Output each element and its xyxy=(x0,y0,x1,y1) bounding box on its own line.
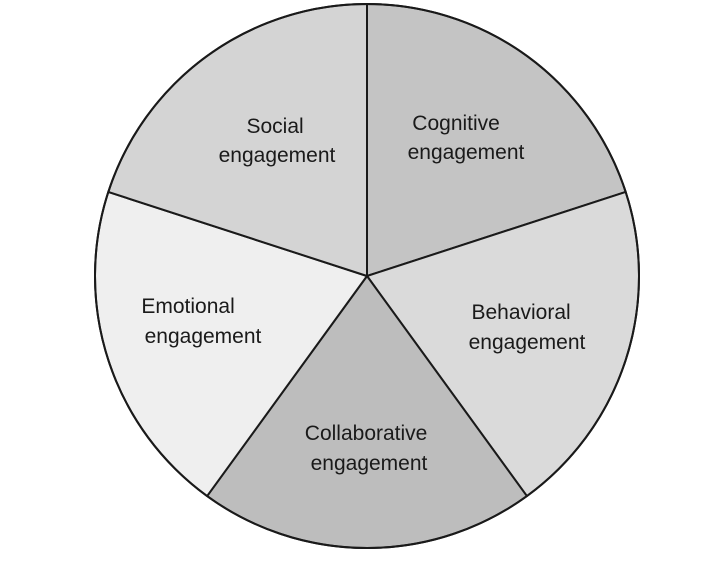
pie-outline xyxy=(94,3,640,549)
label-social-line2: engagement xyxy=(219,144,336,167)
label-behavioral: Behavioral engagement xyxy=(469,301,586,354)
label-social-line1: Social xyxy=(246,115,303,138)
label-emotional-line2: engagement xyxy=(145,325,262,348)
label-cognitive: Cognitive engagement xyxy=(408,112,525,164)
label-emotional-line1: Emotional xyxy=(141,295,234,318)
label-collaborative-line1: Collaborative xyxy=(305,422,428,445)
label-cognitive-line1: Cognitive xyxy=(412,112,500,135)
label-behavioral-line2: engagement xyxy=(469,331,586,354)
label-behavioral-line1: Behavioral xyxy=(471,301,570,324)
label-social: Social engagement xyxy=(219,115,336,167)
label-collaborative: Collaborative engagement xyxy=(305,422,433,475)
label-cognitive-line2: engagement xyxy=(408,141,525,164)
label-collaborative-line2: engagement xyxy=(311,452,428,475)
label-emotional: Emotional engagement xyxy=(141,295,261,348)
